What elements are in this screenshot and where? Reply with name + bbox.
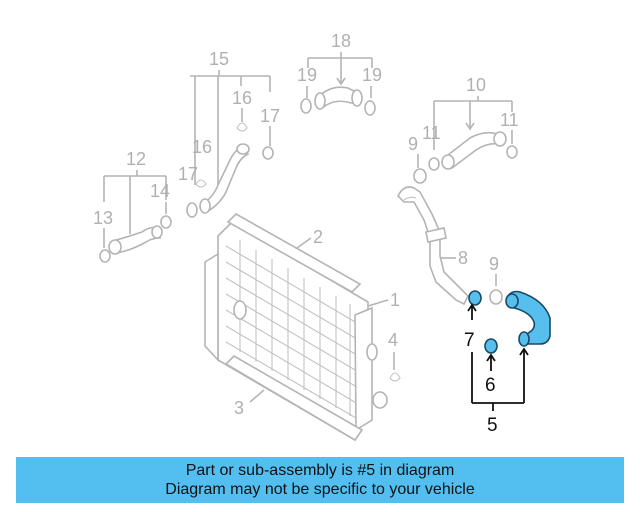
callout-7: 7 — [464, 330, 475, 351]
part-group-4: 4 — [388, 330, 401, 382]
part-group-5: 7 6 5 — [464, 290, 551, 436]
callout-1: 1 — [390, 290, 400, 310]
callout-9-bottom: 9 — [489, 254, 499, 274]
clamp-part-7 — [468, 290, 482, 306]
part-group-15: 15 16 17 16 17 — [178, 49, 280, 218]
part-group-8: 8 9 — [397, 186, 503, 306]
callout-17-bottom: 17 — [178, 164, 198, 184]
part-group-2: 2 — [226, 213, 362, 293]
callout-2: 2 — [313, 227, 323, 247]
callout-15: 15 — [209, 49, 229, 69]
callout-16-bottom: 16 — [192, 137, 212, 157]
banner-line-2: Diagram may not be specific to your vehi… — [165, 481, 475, 498]
highlighted-hose-part-5 — [507, 290, 551, 345]
callout-19-left: 19 — [297, 65, 317, 85]
part-group-10: 10 11 11 9 — [408, 75, 519, 184]
part-group-12: 12 14 13 — [93, 149, 172, 263]
callout-4: 4 — [388, 330, 398, 350]
info-banner: Part or sub-assembly is #5 in diagram Di… — [16, 457, 624, 503]
callout-13: 13 — [93, 208, 113, 228]
callout-14: 14 — [150, 181, 170, 201]
callout-9-top: 9 — [408, 134, 418, 154]
callout-5: 5 — [487, 415, 498, 436]
callout-19-right: 19 — [362, 65, 382, 85]
part-group-3: 3 — [224, 354, 364, 442]
banner-line-1: Part or sub-assembly is #5 in diagram — [185, 462, 455, 479]
part-group-18: 18 19 19 — [297, 31, 382, 116]
callout-11-left: 11 — [422, 123, 441, 143]
callout-10: 10 — [466, 75, 486, 95]
callout-6: 6 — [485, 375, 496, 396]
callout-16-top: 16 — [232, 88, 252, 108]
callout-12: 12 — [126, 149, 146, 169]
clamp-part-6 — [484, 338, 498, 354]
callout-11-right: 11 — [500, 110, 519, 130]
callout-18: 18 — [331, 31, 351, 51]
callout-17-top: 17 — [260, 106, 280, 126]
intercooler-assembly: 1 — [204, 220, 400, 442]
callout-8: 8 — [458, 248, 468, 268]
callout-3: 3 — [234, 398, 244, 418]
